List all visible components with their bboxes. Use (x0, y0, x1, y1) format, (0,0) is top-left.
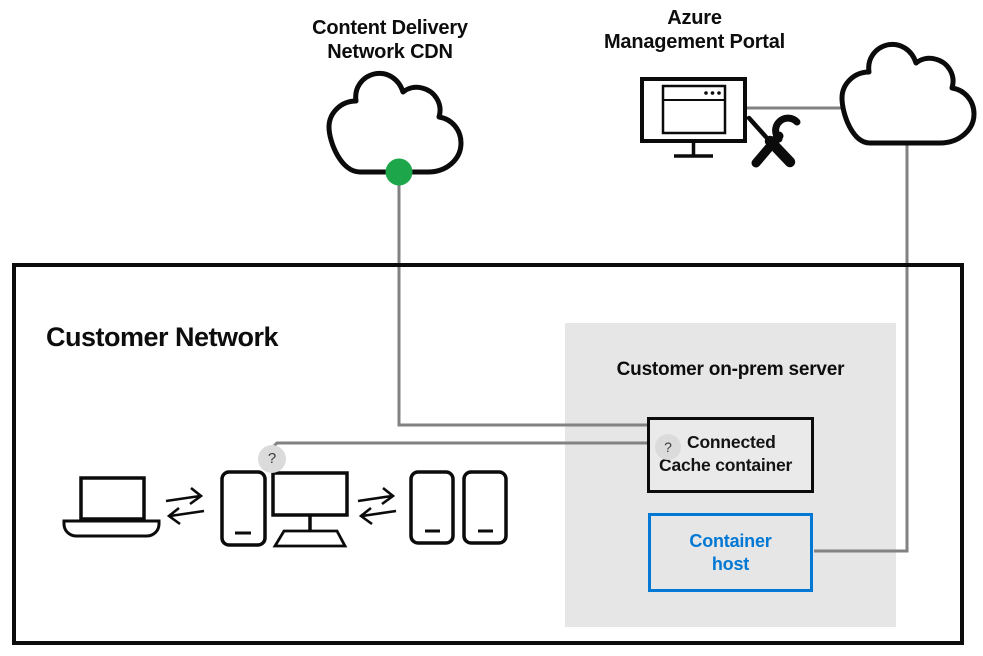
onprem-server-label: Customer on-prem server (616, 359, 845, 380)
cdn-label-line2: Network CDN (327, 41, 453, 63)
sync-arrows-icon (165, 486, 205, 526)
cdn-cloud-icon (326, 70, 464, 186)
help-badge-icon: ? (655, 434, 681, 460)
desktop-icon (271, 471, 349, 548)
azure-portal-label-line2: Management Portal (603, 31, 786, 53)
browser-dot (717, 91, 721, 95)
tablet-icon (462, 470, 508, 545)
container-host-box: Container host (648, 513, 813, 592)
green-status-dot (385, 158, 413, 186)
browser-dot (710, 91, 715, 95)
tablet-icon (220, 470, 267, 547)
devices-group (62, 470, 508, 548)
cache-label-line1: Connected (687, 432, 776, 452)
cache-label-line2: Cache container (659, 455, 793, 475)
azure-portal-label-line1: Azure (667, 7, 722, 29)
help-badge-icon: ? (258, 445, 286, 473)
azure-portal-label: Azure Management Portal (592, 6, 797, 54)
portal-monitor-icon (640, 77, 747, 158)
host-label-line2: host (711, 553, 750, 574)
browser-dot (704, 91, 708, 95)
sync-arrows-icon (357, 486, 397, 526)
container-host-label: Container host (689, 530, 771, 576)
tools-icon (746, 114, 801, 168)
customer-network-box (12, 263, 964, 645)
cloud-to-host-connector (814, 143, 909, 553)
connected-cache-container-box: ? Connected Cache container (647, 417, 814, 493)
cdn-label-line1: Content Delivery (312, 17, 468, 39)
laptop-icon (62, 476, 161, 538)
connected-cache-container-label: Connected Cache container (659, 431, 792, 477)
tablet-icon (409, 470, 455, 545)
customer-network-label: Customer Network (46, 322, 279, 352)
cdn-to-cache-connector (397, 172, 647, 427)
host-label-line1: Container (689, 530, 772, 551)
remote-cloud-icon (839, 41, 977, 146)
cdn-label: Content Delivery Network CDN (285, 16, 495, 64)
